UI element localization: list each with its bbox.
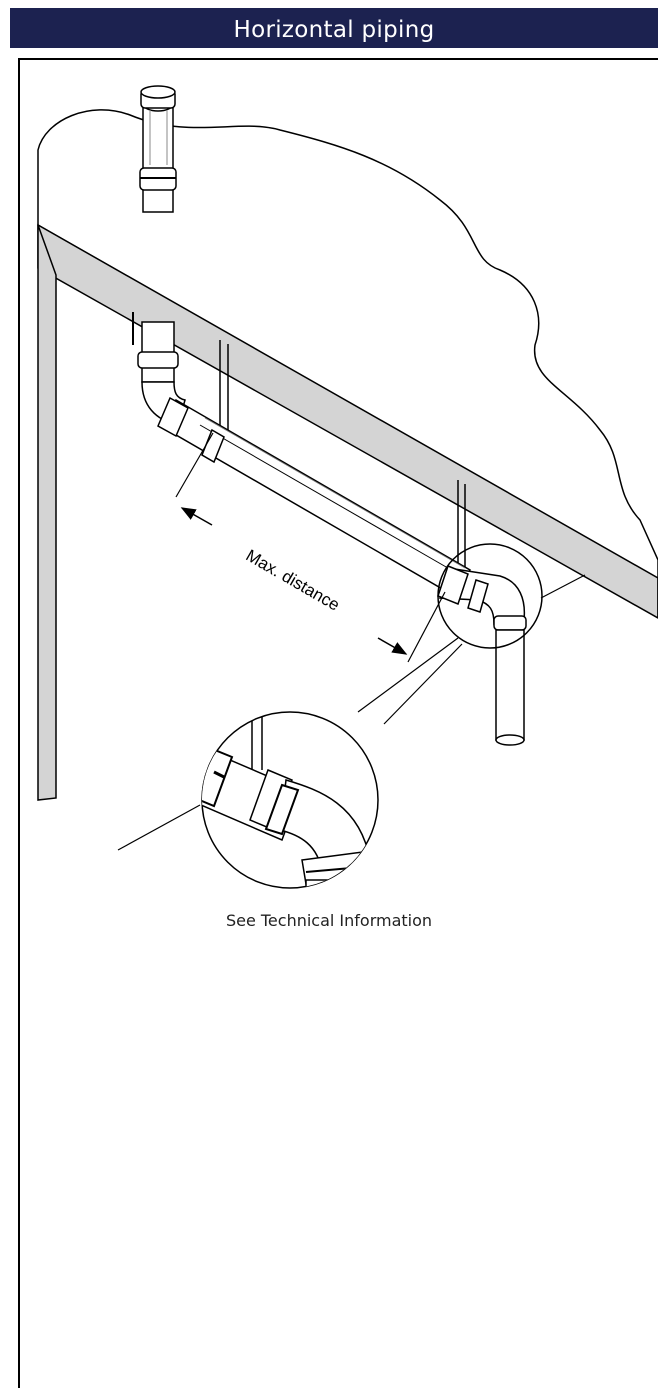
dimension-arrow-left [180,507,213,526]
content-frame [18,58,658,1388]
magnified-detail [201,711,379,889]
section-title: Horizontal piping [233,17,435,43]
detail-callout-circle [437,543,543,649]
wall [37,224,57,801]
caption-text: See Technical Information [225,911,433,930]
dimension-arrow-right [377,637,408,655]
right-elbow-pipe [437,565,527,746]
section-header-bar: Horizontal piping [10,8,658,48]
vent-pipe [139,85,177,213]
dimension-label: Max. distance [243,546,343,615]
